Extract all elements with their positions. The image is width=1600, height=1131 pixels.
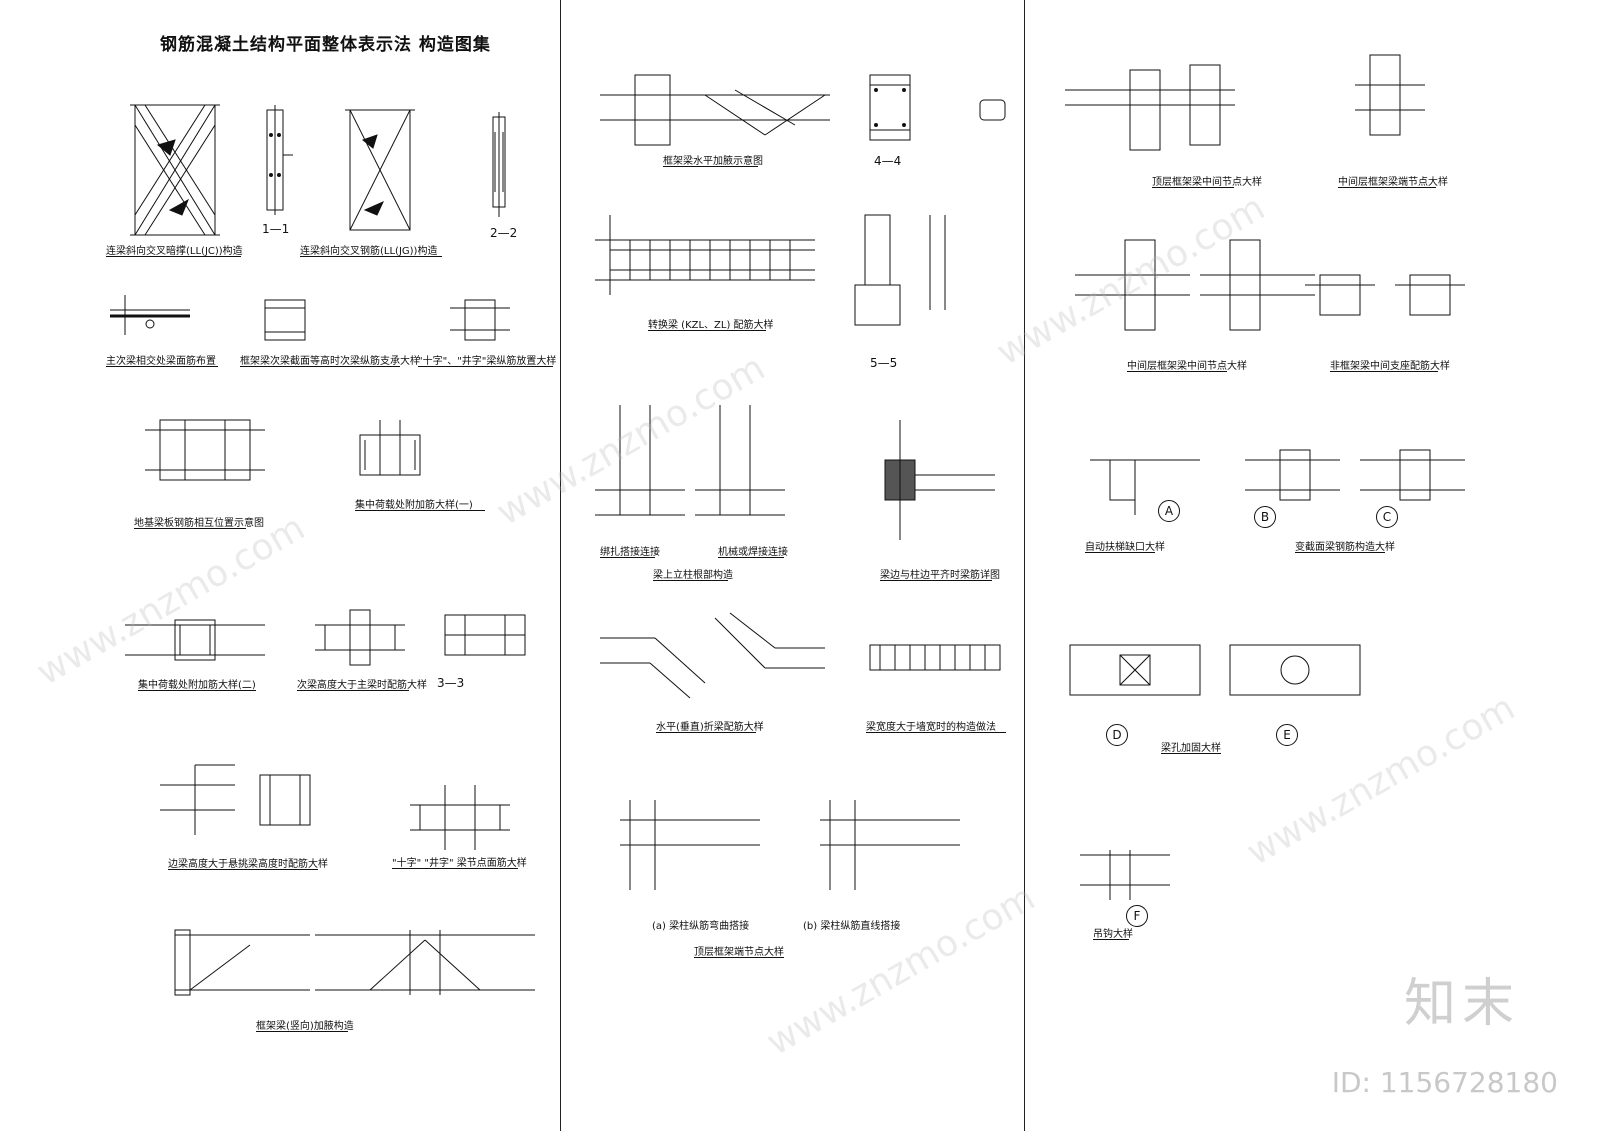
caption-horizontal-haunch: 框架梁水平加腋示意图: [663, 156, 763, 167]
detail-lifting-hook-drawing: [1075, 840, 1175, 910]
detail-symbol-c: C: [1376, 506, 1398, 528]
detail-section-3-3-drawing: [430, 605, 540, 670]
detail-mid-middle-joint-drawing: [1070, 235, 1320, 335]
detail-ll-jc-drawing: [130, 100, 220, 240]
sheet-panel-left: [0, 0, 561, 1131]
caption-escalator: 自动扶梯缺口大样: [1085, 542, 1165, 553]
detail-cross-beam-top-drawing: [405, 780, 515, 855]
detail-hook-sketch: [975, 95, 1015, 125]
section-label-1-1: 1—1: [262, 222, 290, 236]
detail-beam-hole-drawing: [1060, 630, 1380, 715]
detail-horizontal-haunch-drawing: [595, 65, 835, 160]
caption-edge-beam: 边梁高度大于悬挑梁高度时配筋大样: [168, 859, 328, 870]
detail-symbol-d: D: [1106, 724, 1128, 746]
caption-wide-beam: 梁宽度大于墙宽时的构造做法: [866, 722, 996, 733]
section-label-4-4: 4—4: [874, 154, 902, 168]
caption-bend-lap: (a) 梁柱纵筋弯曲搭接: [652, 921, 750, 932]
caption-mid-middle-joint: 中间层框架梁中间节点大样: [1127, 361, 1247, 372]
detail-symbol-b: B: [1254, 506, 1276, 528]
detail-symbol-e: E: [1276, 724, 1298, 746]
section-4-4-drawing: [860, 70, 920, 150]
detail-escalator-drawing: [1085, 445, 1205, 525]
caption-cross-beam-top: "十字" "井字" 梁节点面筋大样: [392, 858, 527, 869]
caption-lifting-hook: 吊钩大样: [1093, 929, 1133, 940]
caption-mid-end-joint: 中间层框架梁端节点大样: [1338, 177, 1448, 188]
drawing-title: 钢筋混凝土结构平面整体表示法 构造图集: [160, 35, 491, 55]
detail-main-secondary-beam-drawing: [105, 290, 195, 340]
caption-folded-beam: 水平(垂直)折梁配筋大样: [656, 722, 764, 733]
caption-cross-beam: "十字"、"井字"梁纵筋放置大样: [418, 356, 557, 367]
section-label-5-5: 5—5: [870, 356, 898, 370]
sheet-panel-middle: [560, 0, 1025, 1131]
detail-mid-end-joint-drawing: [1350, 50, 1430, 140]
caption-lap-splice: 绑扎搭接连接: [600, 547, 660, 558]
detail-concentrated-load-2-drawing: [120, 610, 270, 670]
caption-foundation-beam: 地基梁板钢筋相互位置示意图: [134, 518, 264, 529]
caption-haunch: 框架梁(竖向)加腋构造: [256, 1021, 354, 1032]
detail-secondary-higher-drawing: [310, 605, 410, 670]
detail-transfer-beam-drawing: [590, 210, 820, 300]
section-2-2-drawing: [485, 112, 515, 217]
caption-top-middle-joint: 顶层框架梁中间节点大样: [1152, 177, 1262, 188]
detail-equal-height-beam-drawing: [255, 290, 315, 345]
caption-ll-jc: 连梁斜向交叉暗撑(LL(JC))构造: [106, 246, 243, 257]
detail-flush-beam-drawing: [860, 415, 1000, 545]
detail-top-middle-joint-drawing: [1060, 60, 1240, 155]
detail-variable-section-drawing: [1240, 440, 1470, 515]
caption-top-frame-end: 顶层框架端节点大样: [694, 947, 784, 958]
caption-straight-lap: (b) 梁柱纵筋直线搭接: [803, 921, 901, 932]
section-5-5-drawing: [850, 210, 960, 340]
image-id-label: ID: 1156728180: [1331, 1066, 1558, 1099]
detail-top-frame-end-drawing: [600, 795, 970, 895]
detail-haunch-drawing: [170, 915, 540, 1015]
brand-logo: 知末: [1403, 974, 1520, 1034]
detail-folded-beam-drawing: [595, 608, 830, 708]
detail-cross-beam-drawing: [445, 290, 515, 345]
caption-flush-beam: 梁边与柱边平齐时梁筋详图: [880, 570, 1000, 581]
caption-equal-height-beam: 框架梁次梁截面等高时次梁纵筋支承大样: [240, 356, 420, 367]
detail-foundation-beam-drawing: [140, 410, 270, 490]
caption-mechanical-splice: 机械或焊接连接: [718, 547, 788, 558]
section-label-3-3: 3—3: [437, 676, 465, 690]
caption-variable-section: 变截面梁钢筋构造大样: [1295, 542, 1395, 553]
detail-concentrated-load-1-drawing: [350, 415, 430, 485]
caption-beam-hole: 梁孔加固大样: [1161, 743, 1221, 754]
caption-non-frame-support: 非框架梁中间支座配筋大样: [1330, 361, 1450, 372]
detail-lap-splice-drawing: [590, 400, 790, 530]
detail-non-frame-support-drawing: [1300, 255, 1470, 335]
caption-ll-jg: 连梁斜向交叉钢筋(LL(JG))构造: [300, 246, 438, 257]
detail-symbol-f: F: [1126, 905, 1148, 927]
caption-secondary-higher: 次梁高度大于主梁时配筋大样: [297, 680, 427, 691]
section-1-1-drawing: [255, 105, 295, 215]
section-label-2-2: 2—2: [490, 226, 518, 240]
detail-edge-beam-drawing: [155, 755, 320, 850]
caption-column-on-beam: 梁上立柱根部构造: [653, 570, 733, 581]
detail-ll-jg-drawing: [345, 100, 415, 240]
detail-symbol-a: A: [1158, 500, 1180, 522]
caption-transfer-beam: 转换梁 (KZL、ZL) 配筋大样: [648, 320, 774, 331]
caption-main-secondary-beam: 主次梁相交处梁面筋布置: [106, 356, 216, 367]
detail-wide-beam-drawing: [865, 630, 1005, 685]
caption-concentrated-load-1: 集中荷载处附加筋大样(一): [355, 500, 473, 511]
caption-concentrated-load-2: 集中荷载处附加筋大样(二): [138, 680, 256, 691]
